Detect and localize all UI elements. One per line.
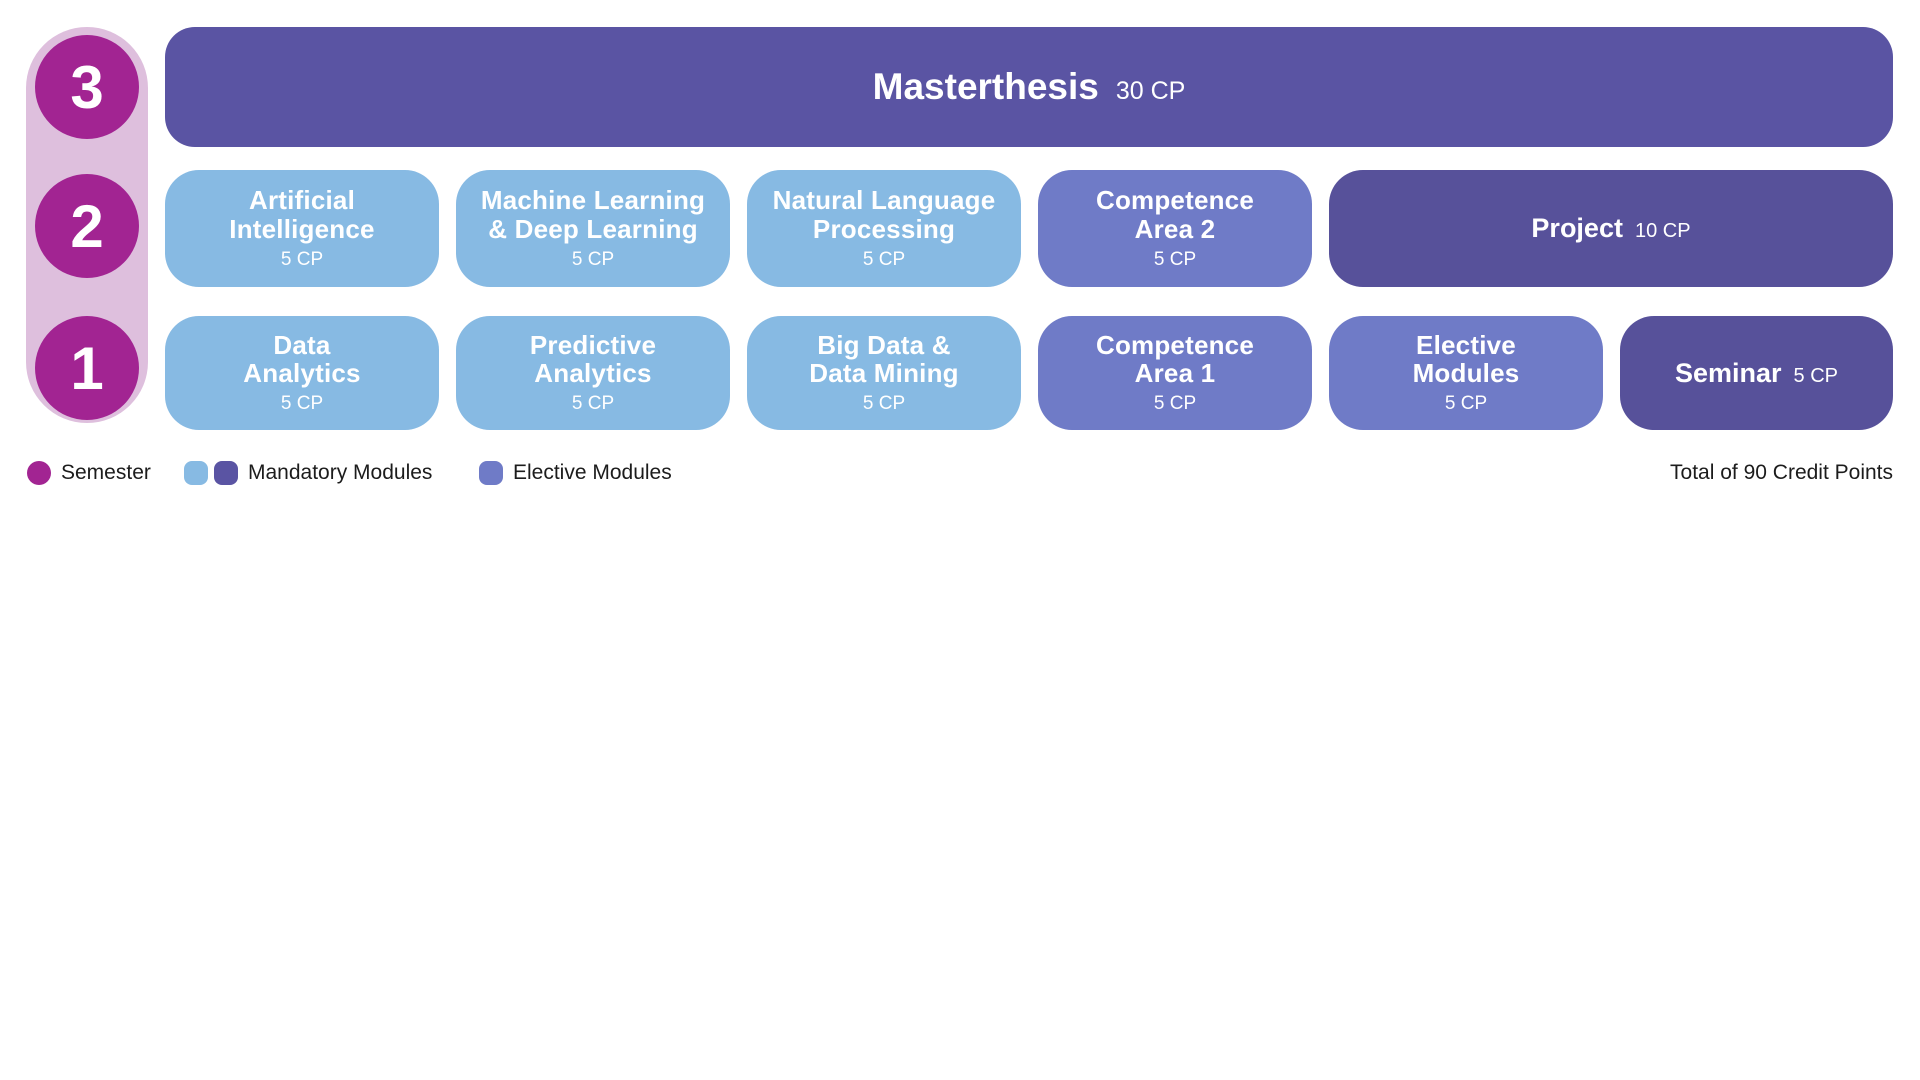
module-title: Big Data &Data Mining: [809, 329, 959, 388]
legend-elective-label: Elective Modules: [513, 461, 672, 484]
module-credits: 5 CP: [571, 393, 615, 415]
module-seminar-label: Seminar 5 CP: [1675, 358, 1838, 389]
semester-badge-1: 1: [35, 316, 139, 420]
module-credits: 5 CP: [862, 393, 906, 415]
semester-swatch-icon: [27, 461, 51, 485]
mandatory-light-swatch-icon: [184, 461, 208, 485]
total-credit-points: Total of 90 Credit Points: [1670, 461, 1893, 484]
module-project-label: Project 10 CP: [1531, 213, 1690, 244]
module-credits: 5 CP: [1153, 248, 1197, 270]
module-credits: 5 CP: [571, 248, 615, 270]
semester-badge-2: 2: [35, 174, 139, 278]
module-masterthesis-label: Masterthesis 30 CP: [873, 66, 1186, 108]
module-title: Masterthesis: [872, 66, 1099, 107]
legend-mandatory-label: Mandatory Modules: [248, 461, 433, 484]
module-title: Machine Learning& Deep Learning: [480, 185, 706, 244]
module-credits: 5 CP: [280, 248, 324, 270]
semester-badge-3: 3: [35, 35, 139, 139]
module-credits: 5 CP: [280, 393, 324, 415]
module-credits: 5 CP: [1153, 393, 1197, 415]
module-credits: 30 CP: [1115, 77, 1186, 105]
module-project: Project 10 CP: [1329, 170, 1893, 287]
mandatory-dark-swatch-icon: [214, 461, 238, 485]
module-title: Seminar: [1674, 357, 1782, 388]
legend-semester-label: Semester: [61, 461, 151, 484]
module-seminar: Seminar 5 CP: [1620, 316, 1893, 430]
module-title: Project: [1531, 213, 1623, 243]
module-credits: 5 CP: [862, 248, 906, 270]
elective-swatch-icon: [479, 461, 503, 485]
legend-elective-modules: Elective Modules: [479, 460, 672, 486]
module-credits: 10 CP: [1634, 220, 1691, 242]
module-credits: 5 CP: [1444, 393, 1488, 415]
legend-semester: Semester: [27, 460, 151, 486]
legend-mandatory-modules: Mandatory Modules: [184, 460, 432, 486]
module-big-data-data-mining: Big Data &Data Mining 5 CP: [747, 316, 1021, 430]
module-machine-learning-deep-learning: Machine Learning& Deep Learning 5 CP: [456, 170, 730, 287]
module-masterthesis: Masterthesis 30 CP: [165, 27, 1893, 147]
module-credits: 5 CP: [1793, 364, 1839, 387]
